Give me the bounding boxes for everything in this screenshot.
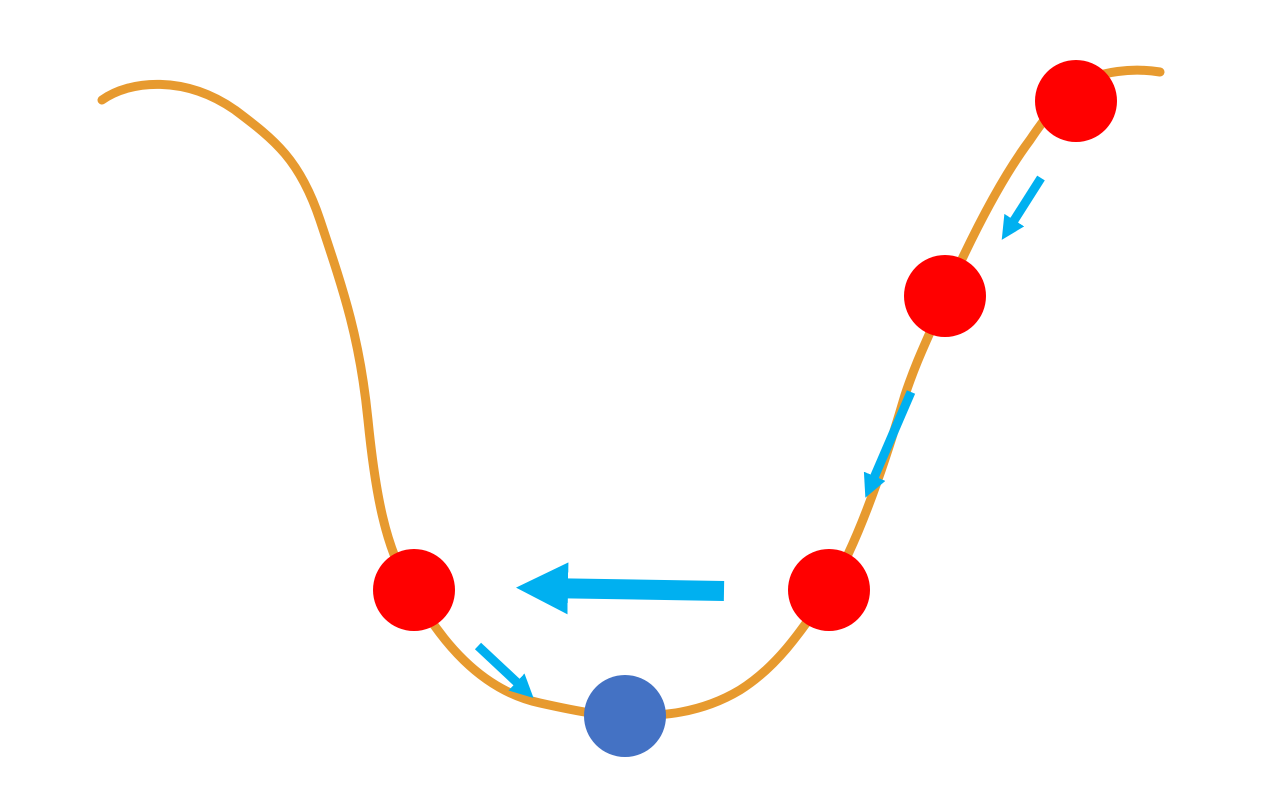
- step-point-4: [373, 549, 455, 631]
- descent-points: [373, 60, 1117, 757]
- step-point-1: [1035, 60, 1117, 142]
- arrow-step-1-to-2: [1001, 175, 1045, 240]
- arrow-step-2-to-3: [863, 390, 916, 498]
- step-point-2: [904, 255, 986, 337]
- step-point-3: [788, 549, 870, 631]
- descent-arrows: [474, 175, 1045, 698]
- minimum-point: [584, 675, 666, 757]
- arrow-step-3-to-4: [516, 562, 725, 615]
- arrow-step-4-to-minimum: [474, 642, 534, 698]
